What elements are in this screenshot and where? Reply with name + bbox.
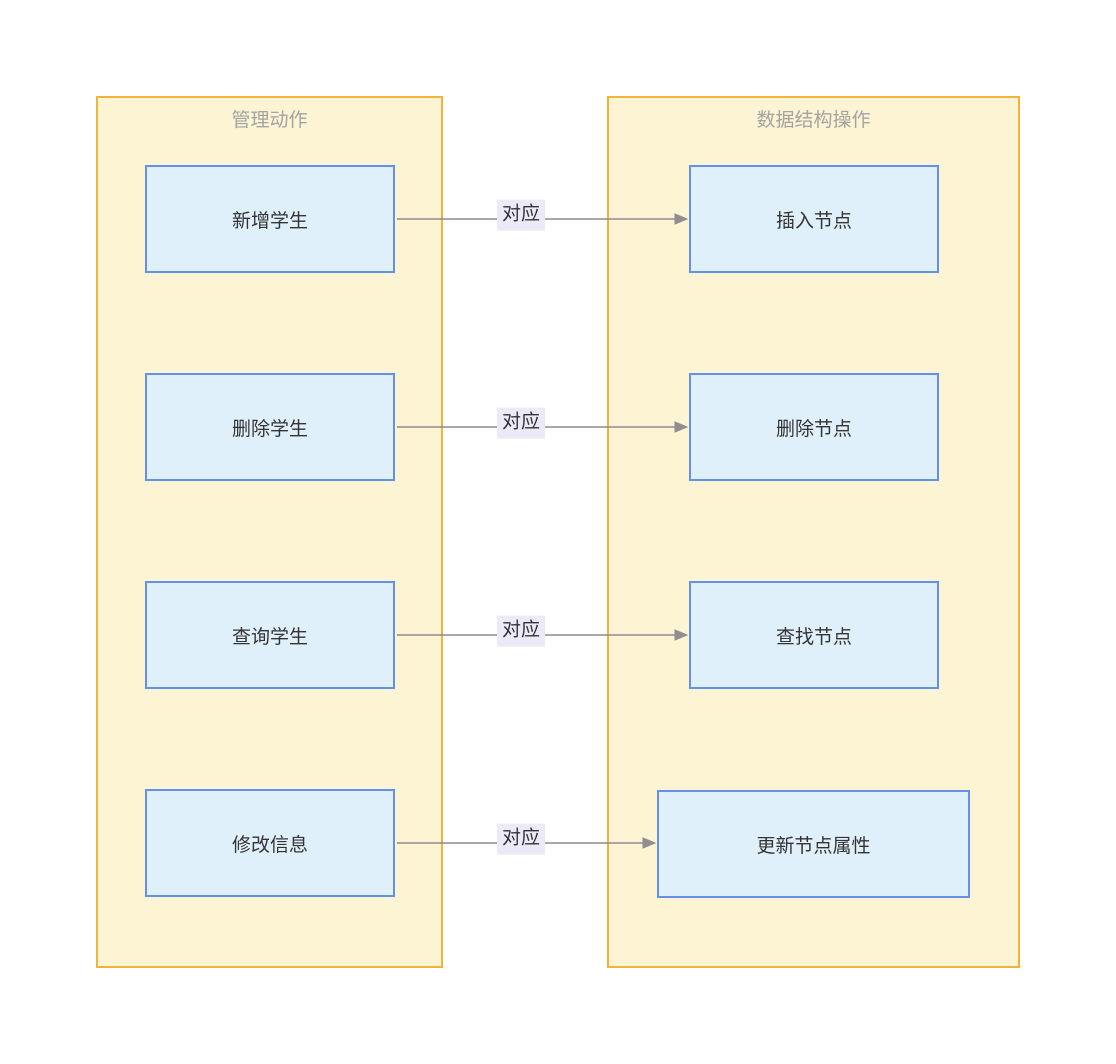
- node-modify-info: 修改信息: [145, 789, 395, 897]
- node-insert-node: 插入节点: [689, 165, 939, 273]
- group-management-actions-title: 管理动作: [231, 110, 308, 131]
- node-delete-node: 删除节点: [689, 373, 939, 481]
- node-delete-student: 删除学生: [145, 373, 395, 481]
- edge-label-corresponds-3: 对应: [496, 615, 546, 647]
- node-find-node: 查找节点: [689, 581, 939, 689]
- node-query-student: 查询学生: [145, 581, 395, 689]
- node-update-node-attributes: 更新节点属性: [657, 790, 970, 898]
- edge-label-corresponds-1: 对应: [496, 199, 546, 231]
- edge-label-corresponds-2: 对应: [496, 407, 546, 439]
- node-add-student: 新增学生: [145, 165, 395, 273]
- edge-label-corresponds-4: 对应: [496, 823, 546, 855]
- group-data-structure-operations-title: 数据结构操作: [756, 110, 871, 131]
